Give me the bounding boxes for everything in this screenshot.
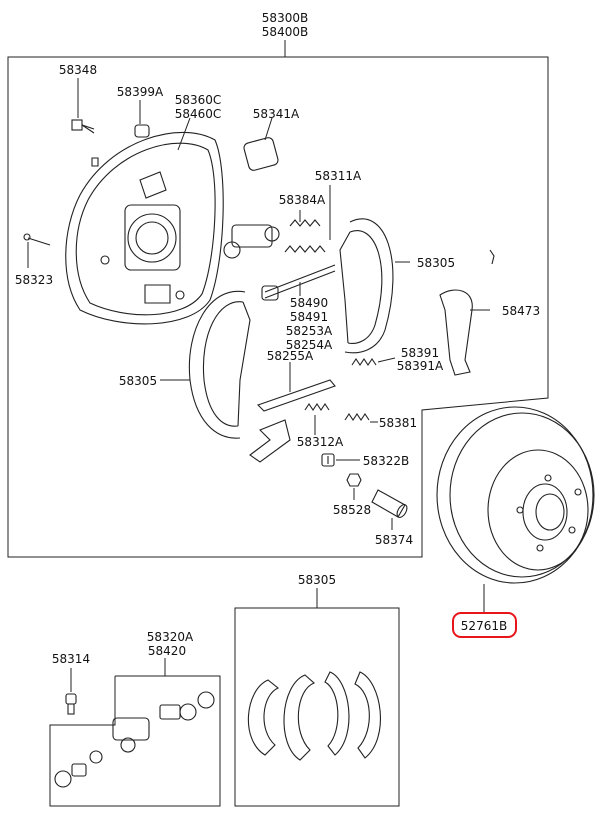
label-spring: 58384A [279,193,326,207]
wheel-cylinder-icon [223,224,280,259]
label-bolt: 58348 [59,63,97,77]
label-hold-cup: 58322B [363,454,409,468]
hook-lever-icon [249,419,291,463]
label-washer: 58528 [333,503,371,517]
label-pin-sleeve: 58374 [375,533,413,547]
label-backing-plate-2: 58460C [175,107,222,121]
label-assembly-1: 58300B [262,11,308,25]
hold-cup-icon [321,453,335,467]
label-bleeder: 58314 [52,652,90,666]
pin-icon [23,233,51,246]
label-shoe-right: 58305 [417,256,455,270]
label-lower-spring: 58312A [297,435,344,449]
label-adjuster-1: 58490 [290,296,328,310]
brake-drum-icon [436,406,595,584]
label-adjuster-3: 58253A [286,324,333,338]
bleeder-icon [65,693,77,715]
label-return-spring-2: 58391A [397,359,444,373]
spring-381-icon [344,413,370,421]
brake-shoe-left-icon [188,290,251,439]
backing-plate-icon [65,131,224,325]
spring-icon [289,219,321,227]
shoe-kit-icon [247,671,381,761]
label-adjuster-spring: 58311A [315,169,362,183]
washer-icon [346,473,362,487]
label-shoe-left: 58305 [119,374,157,388]
shoe-kit-frame [234,607,400,807]
bolt-icon [71,119,99,167]
label-adjuster-2: 58491 [290,310,328,324]
label-drum[interactable]: 52761B [461,619,507,633]
label-gasket: 58341A [253,107,300,121]
parking-lever-icon [439,289,473,376]
label-shoe-kit: 58305 [298,573,336,587]
return-spring-icon [351,358,377,366]
label-backing-plate-1: 58360C [175,93,222,107]
gasket-icon [243,137,279,171]
label-return-spring-1: 58391 [401,346,439,360]
pin-sleeve-icon [371,489,408,518]
wheel-cylinder-kit-icon [54,691,215,788]
clip-pin-icon [489,249,495,265]
label-pin: 58323 [15,273,53,287]
label-parking-lever: 58473 [502,304,540,318]
main-frame [7,56,549,558]
label-wheel-cyl-2: 58420 [148,644,186,658]
label-assembly-2: 58400B [262,25,308,39]
brake-shoe-right-icon [339,218,394,354]
clip-icon [134,124,150,138]
label-strut: 58255A [267,349,314,363]
label-spring-2: 58381 [379,416,417,430]
highlight-52761B[interactable] [452,612,517,638]
wheel-cylinder-frame [49,675,221,807]
lower-spring-icon [304,403,330,411]
label-wheel-cyl-1: 58320A [147,630,194,644]
adjuster-icon [261,264,336,301]
label-adjuster-4: 58254A [286,338,333,352]
label-clip: 58399A [117,85,164,99]
strut-icon [256,379,336,412]
